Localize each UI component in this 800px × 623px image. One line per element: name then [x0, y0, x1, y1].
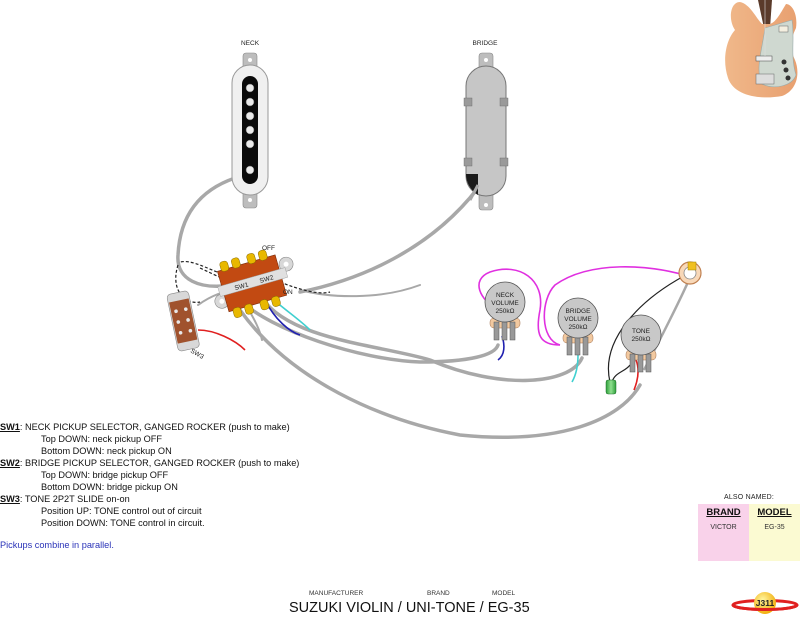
- neck-volume-pot: NECK VOLUME 250kΩ: [484, 281, 526, 341]
- output-jack: [678, 261, 702, 285]
- magenta-wire-1: [478, 268, 561, 346]
- bridge-pickup: [463, 52, 509, 211]
- sw3-detail: Position UP: TONE control out of circuit: [41, 506, 202, 516]
- manufacturer-label: MANUFACTURER: [309, 590, 364, 597]
- sw2-note: SW2: BRIDGE PICKUP SELECTOR, GANGED ROCK…: [0, 457, 299, 469]
- sw3-title: : TONE 2P2T SLIDE on-on: [19, 494, 130, 504]
- also-named-title: ALSO NAMED:: [723, 494, 775, 501]
- cap-to-tone-wire: [611, 364, 631, 383]
- footer-title: SUZUKI VIOLIN / UNI-TONE / EG-35: [289, 600, 530, 616]
- off-label: OFF: [262, 245, 275, 252]
- parallel-note: Pickups combine in parallel.: [0, 540, 114, 550]
- pot-label-line: NECK: [496, 292, 515, 299]
- cyan-wire-2: [571, 354, 579, 383]
- brand-label: BRAND: [427, 590, 450, 597]
- slide-switch-sw3: [166, 290, 200, 352]
- pot-label-line: 250kΩ: [496, 308, 515, 315]
- dashed-jumper-1: [179, 260, 218, 273]
- model-value: EG-35: [764, 524, 785, 531]
- tone-capacitor: [605, 379, 617, 395]
- pot-label-line: 250kΩ: [632, 336, 651, 343]
- rocker-switch-sw1-sw2: SW1 SW2: [214, 249, 294, 318]
- model-column: MODEL EG-35: [749, 504, 800, 561]
- on-label: ON: [283, 289, 293, 296]
- j311-logo: J311: [731, 592, 799, 614]
- sw1-detail: Bottom DOWN: neck pickup ON: [41, 446, 172, 456]
- bridge-pickup-label: BRIDGE: [473, 40, 499, 47]
- magenta-wire-2: [543, 266, 685, 346]
- sw1-title: : NECK PICKUP SELECTOR, GANGED ROCKER (p…: [19, 422, 290, 432]
- pot-label-line: 250kΩ: [569, 324, 588, 331]
- red-wire-2: [633, 359, 639, 391]
- sw3-label: SW3: [189, 348, 205, 361]
- logo-text: J311: [756, 598, 775, 608]
- bridge-volume-pot: BRIDGE VOLUME 250kΩ: [557, 297, 599, 356]
- sw1-note: SW1: NECK PICKUP SELECTOR, GANGED ROCKER…: [0, 421, 299, 433]
- brand-value: VICTOR: [710, 524, 737, 531]
- sw2-tag: SW2: [0, 458, 20, 468]
- guitar-photo: [725, 0, 798, 98]
- model-header: MODEL: [757, 507, 792, 518]
- neck-pickup: [231, 52, 269, 209]
- sw2-detail: Bottom DOWN: bridge pickup ON: [41, 482, 178, 492]
- sw3-note: SW3: TONE 2P2T SLIDE on-on: [0, 493, 299, 505]
- pot-label-line: TONE: [632, 328, 651, 335]
- sw2-label: SW2: [259, 274, 275, 285]
- switch-notes: SW1: NECK PICKUP SELECTOR, GANGED ROCKER…: [0, 421, 299, 551]
- pot-label-line: VOLUME: [564, 316, 592, 323]
- red-wire-1: [197, 329, 246, 351]
- sw2-title: : BRIDGE PICKUP SELECTOR, GANGED ROCKER …: [19, 458, 300, 468]
- pot-label-line: VOLUME: [491, 300, 519, 307]
- pot-label-line: BRIDGE: [566, 308, 592, 315]
- neck-pickup-label: NECK: [241, 40, 260, 47]
- brand-column: BRAND VICTOR: [698, 504, 749, 561]
- sw1-label: SW1: [234, 281, 250, 292]
- sw3-tag: SW3: [0, 494, 20, 504]
- tone-pot: TONE 250kΩ: [620, 314, 662, 373]
- also-named-box: ALSO NAMED: BRAND VICTOR MODEL EG-35: [698, 494, 800, 561]
- dashed-jumper-4: [279, 281, 331, 294]
- model-label: MODEL: [492, 590, 516, 597]
- sw3-detail: Position DOWN: TONE control in circuit.: [41, 518, 205, 528]
- sw1-tag: SW1: [0, 422, 20, 432]
- sw1-detail: Top DOWN: neck pickup OFF: [41, 434, 162, 444]
- sw2-detail: Top DOWN: bridge pickup OFF: [41, 470, 169, 480]
- brand-header: BRAND: [706, 507, 741, 518]
